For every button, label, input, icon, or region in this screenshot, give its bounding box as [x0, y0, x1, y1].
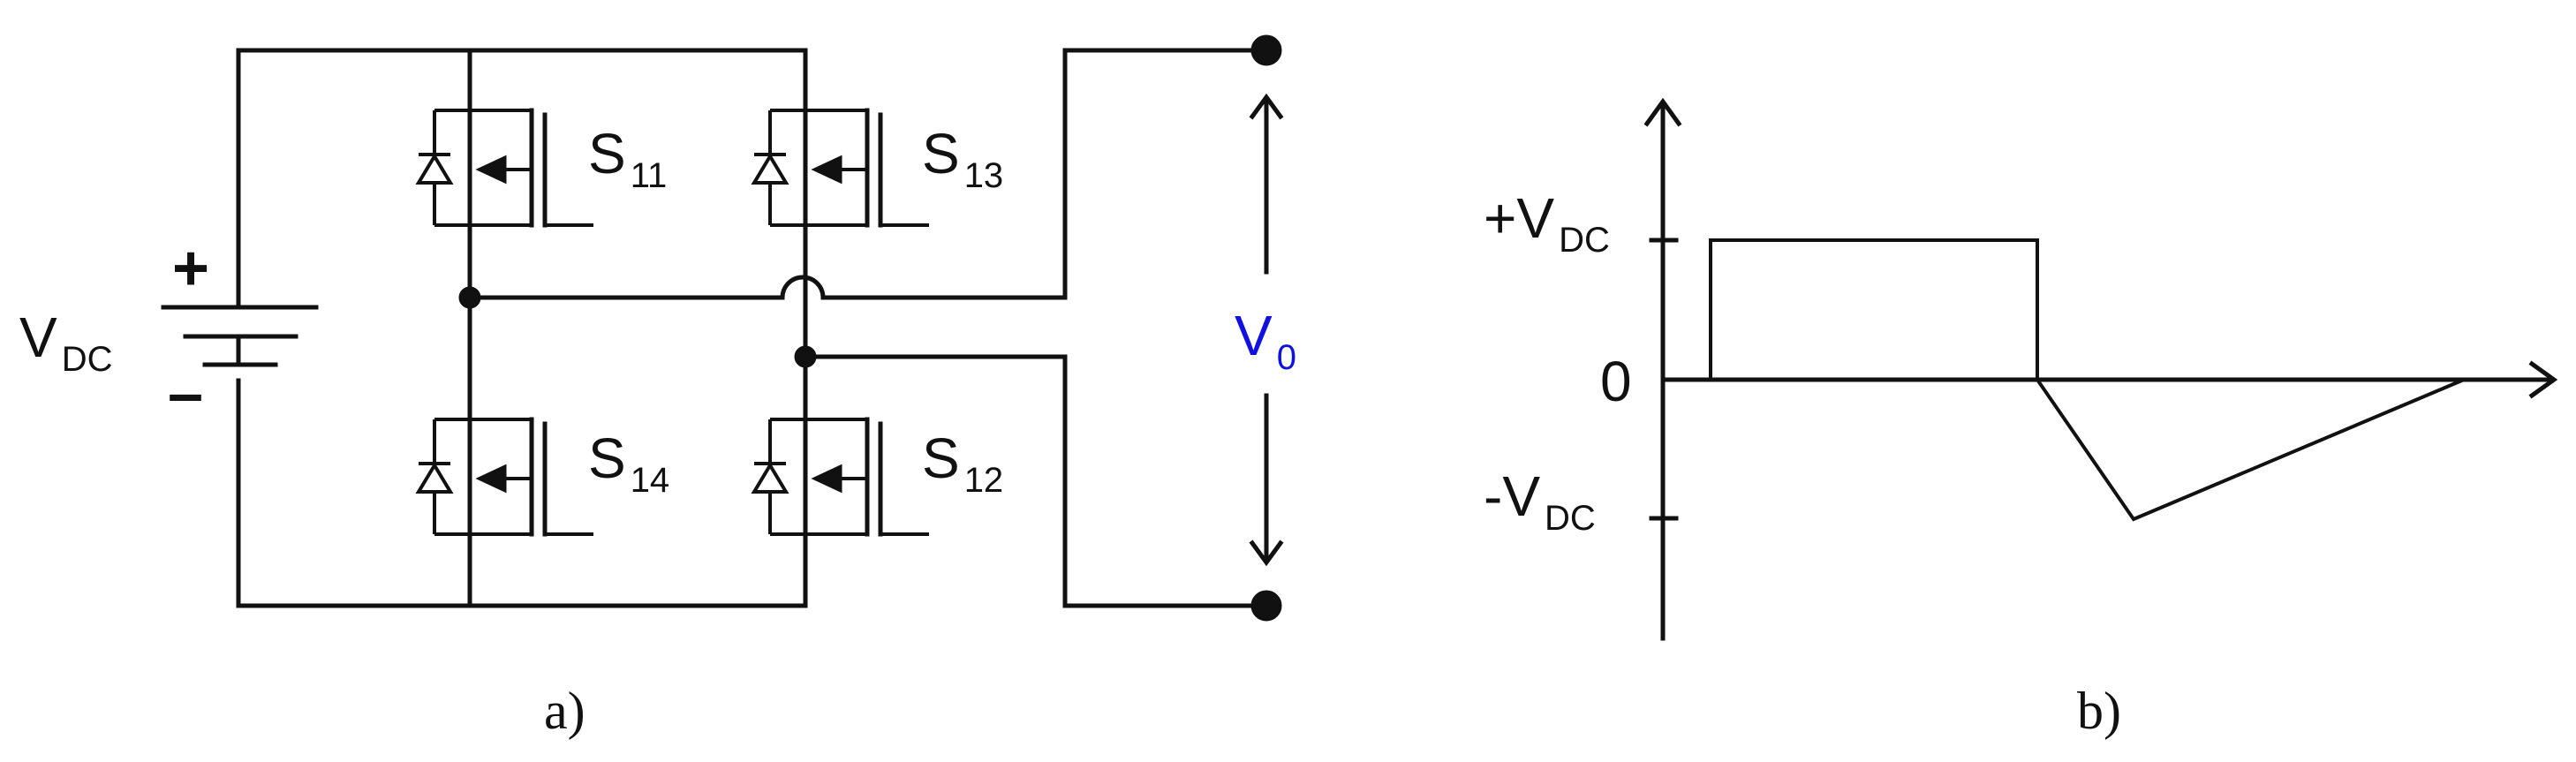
caption-b: b): [2077, 682, 2121, 740]
switch-s12: [754, 419, 929, 534]
switch-s14: [419, 419, 593, 534]
plus-sign: +: [172, 233, 210, 304]
junction-dot-right: [794, 345, 817, 368]
output-wiring: [458, 34, 1282, 622]
junction-dot-left: [458, 286, 481, 309]
output-terminal-bottom: [1250, 590, 1282, 622]
minus-sign: –: [168, 358, 204, 429]
dc-source: [161, 48, 319, 608]
dc-rails: [236, 48, 808, 608]
output-voltage-arrows: [1249, 93, 1284, 567]
waveform-series: [1663, 238, 2465, 522]
square-wave-line: [1663, 238, 2465, 522]
switch-s13: [754, 110, 929, 225]
waveform-axes: [1643, 97, 2558, 641]
ytick-label-zero: 0: [1600, 350, 1632, 413]
switch-s11: [419, 110, 593, 225]
caption-a: a): [544, 682, 585, 740]
output-terminal-top: [1250, 34, 1282, 66]
